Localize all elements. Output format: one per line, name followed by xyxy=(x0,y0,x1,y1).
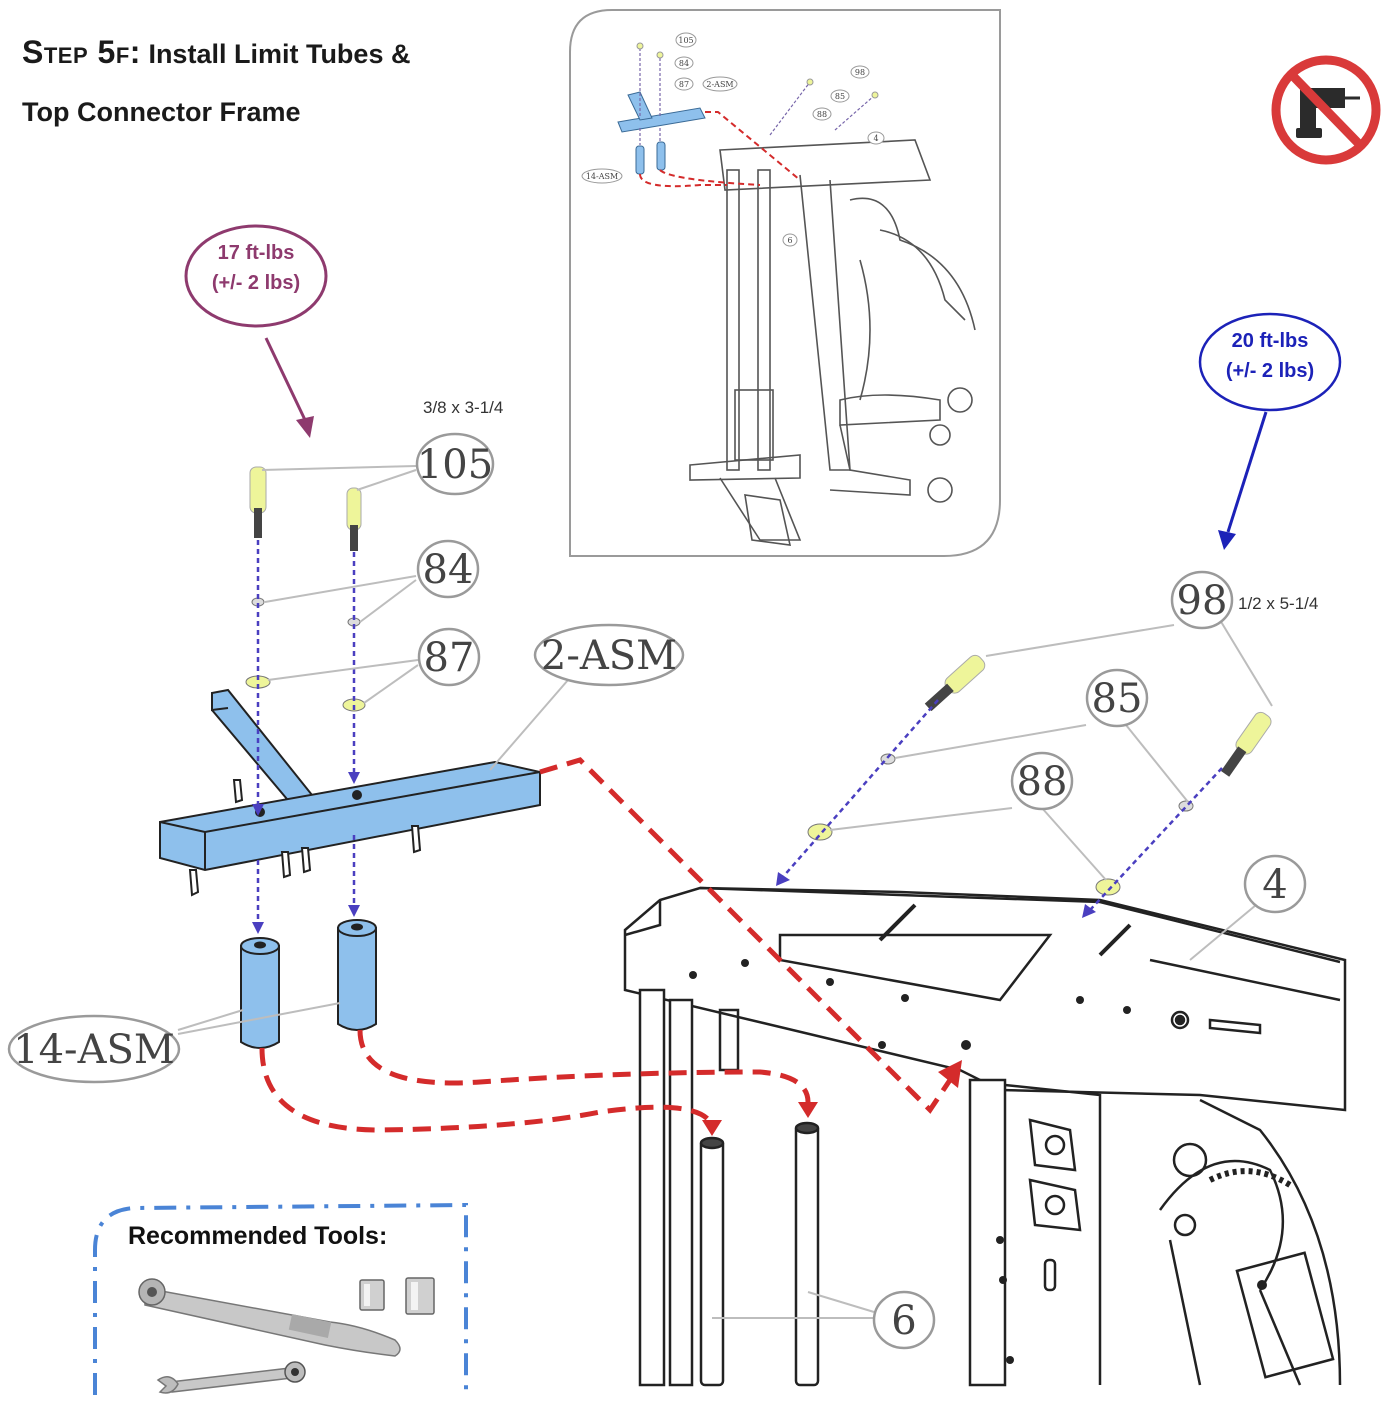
inset-callout-84: 84 xyxy=(679,59,689,68)
torque-left-value: 17 ft-lbs xyxy=(217,242,295,264)
torque-right-tolerance: (+/- 2 lbs) xyxy=(1225,360,1315,382)
left-bolt-spec: 3/8 x 3-1/4 xyxy=(423,398,504,417)
callout-98: 98 xyxy=(1177,578,1228,624)
inset-callout-6: 6 xyxy=(787,236,792,245)
torque-right: 20 ft-lbs (+/- 2 lbs) xyxy=(1200,326,1340,386)
left-bolt-paths xyxy=(256,540,356,930)
callout-85: 85 xyxy=(1092,676,1143,722)
right-bolt-paths xyxy=(781,699,1223,911)
right-bolt-arrowheads xyxy=(776,872,1096,918)
top-connector-frame xyxy=(159,688,541,897)
step-number: Step 5f: xyxy=(22,34,141,70)
assembly-arrowheads xyxy=(702,1060,962,1136)
callout-2asm: 2-ASM xyxy=(541,633,677,679)
main-frame xyxy=(623,886,1347,1387)
torque-left-tolerance: (+/- 2 lbs) xyxy=(211,272,301,294)
step-title-line1: Install Limit Tubes & xyxy=(148,39,411,69)
torque-right-bubble xyxy=(1198,312,1342,550)
step-title: Step 5f: Install Limit Tubes & xyxy=(22,34,410,71)
overview-inset: 105 84 87 2-ASM 14-ASM 98 85 88 4 6 xyxy=(569,9,1001,557)
callout-bubbles xyxy=(7,432,1307,1350)
callout-6: 6 xyxy=(891,1298,916,1344)
torque-left: 17 ft-lbs (+/- 2 lbs) xyxy=(186,238,326,298)
torque-left-bubble xyxy=(184,224,328,438)
torque-right-value: 20 ft-lbs xyxy=(1231,330,1309,352)
right-bolt-spec: 1/2 x 5-1/4 xyxy=(1238,594,1319,613)
inset-callout-4: 4 xyxy=(873,134,878,143)
guide-rods xyxy=(699,1121,820,1387)
callout-88: 88 xyxy=(1017,759,1068,805)
recommended-tools-label: Recommended Tools: xyxy=(128,1222,388,1250)
inset-callout-87: 87 xyxy=(679,80,689,89)
callout-4: 4 xyxy=(1262,862,1287,908)
inset-callout-14asm: 14-ASM xyxy=(586,172,618,181)
callout-84: 84 xyxy=(423,547,474,593)
inset-callout-88: 88 xyxy=(817,110,827,119)
inset-callout-105: 105 xyxy=(678,36,693,45)
inset-callout-85: 85 xyxy=(835,92,845,101)
callout-105: 105 xyxy=(417,442,493,488)
inset-callout-2asm: 2-ASM xyxy=(706,80,733,89)
step-title-line2: Top Connector Frame xyxy=(22,97,301,127)
limit-tubes xyxy=(240,919,377,1049)
no-power-drill-icon xyxy=(1271,55,1381,165)
leader-lines xyxy=(177,465,1273,1319)
callout-14asm: 14-ASM xyxy=(13,1027,175,1073)
socket-icon xyxy=(359,1277,435,1315)
left-bolt-arrowheads xyxy=(252,772,360,934)
recommended-tools-box xyxy=(93,1202,468,1395)
assembly-arrows xyxy=(259,757,953,1133)
combination-wrench-icon xyxy=(156,1361,306,1394)
torque-wrench-icon xyxy=(138,1278,401,1357)
inset-callout-98: 98 xyxy=(855,68,865,77)
callout-87: 87 xyxy=(424,635,475,681)
right-bolts xyxy=(807,654,1272,896)
